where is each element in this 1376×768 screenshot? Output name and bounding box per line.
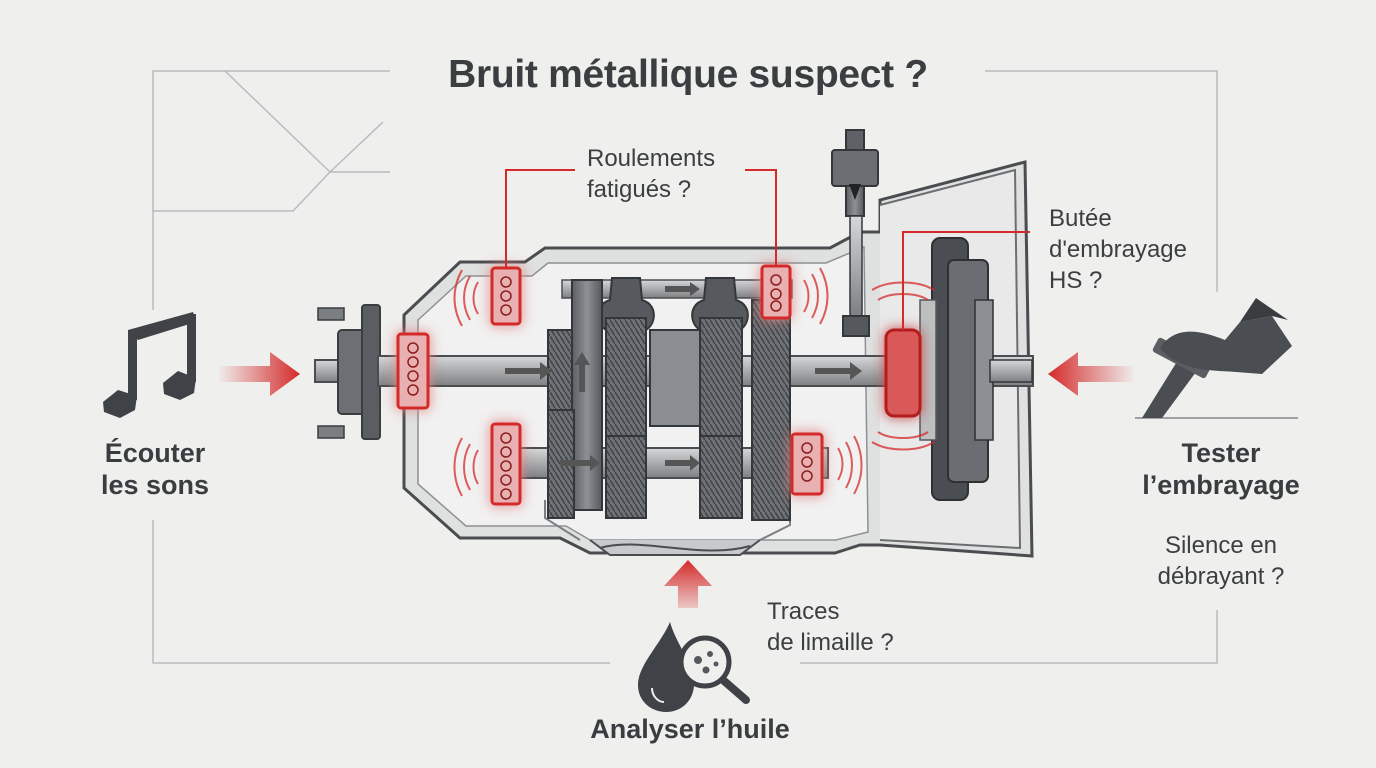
callout-clutch-question-line1: Silence en [1164,532,1278,559]
callout-clutch-question: Silence en débrayant ? [1146,530,1296,592]
arrow-right-in [1048,352,1135,396]
callout-clutch-question-line2: débrayant ? [1157,563,1285,590]
action-clutch-line2: l’embrayage [1142,470,1300,500]
action-listen-line1: Écouter [104,438,206,468]
callout-release-bearing-line3: HS ? [1049,267,1103,294]
callout-bearings-line2: fatigués ? [587,176,692,203]
frame-lines [152,70,1218,664]
callout-bearings: Roulements fatigués ? [587,143,715,205]
oil-drop-magnifier-icon [638,622,750,712]
callout-filings: Traces de limaille ? [767,596,894,658]
arrow-up-in [664,560,712,608]
upper-gears [547,279,791,521]
music-note-icon [103,312,196,418]
sound-waves [453,267,935,497]
action-clutch: Tester l’embrayage [1126,437,1316,501]
lower-gears [547,409,743,519]
action-clutch-line1: Tester [1181,438,1261,468]
flow-arrows [505,282,862,471]
input-flange [314,304,381,440]
red-arrows [218,352,1135,608]
page-title: Bruit métallique suspect ? [448,53,928,96]
action-oil: Analyser l’huile [590,714,790,744]
callout-release-bearing-line2: d'embrayage [1049,236,1187,263]
callout-bearings-line1: Roulements [587,145,716,172]
foot-pedal-icon [1135,298,1298,419]
clutch-assembly [919,237,1033,501]
action-listen-line2: les sons [100,470,210,500]
callout-release-bearing: Butée d'embrayage HS ? [1049,203,1187,296]
callout-release-bearing-line1: Butée [1049,205,1112,232]
callout-lines [505,169,1030,330]
callout-filings-line1: Traces [767,598,840,625]
highlighted-bearings [396,264,922,506]
action-listen: Écouter les sons [80,437,230,501]
bearing-balls [407,274,813,500]
callout-filings-line2: de limaille ? [767,629,894,656]
shift-lever [831,129,879,337]
arrow-left-in [218,352,300,396]
